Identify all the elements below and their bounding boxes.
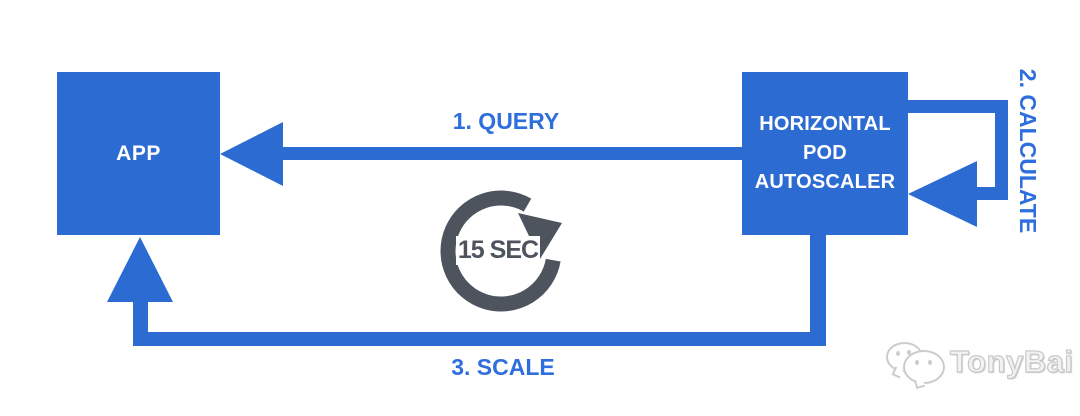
scale-path-down-segment	[810, 235, 826, 332]
calculate-loop-top-segment	[908, 100, 1008, 113]
wechat-bubble-front-tail	[913, 377, 926, 390]
calculate-loop-bottom-segment	[975, 187, 1008, 200]
calculate-arrowhead-left-icon	[908, 161, 977, 227]
hpa-node-label-line1: HORIZONTAL	[759, 113, 891, 135]
query-edge-label: 1. QUERY	[452, 108, 560, 134]
wechat-icon	[884, 338, 946, 390]
scale-path-up-segment	[133, 299, 148, 346]
clockwise-arrow-ring-icon	[440, 190, 562, 312]
watermark: TonyBai	[884, 338, 1074, 390]
scale-arrowhead-up-icon	[107, 237, 173, 302]
query-arrowhead-left-icon	[220, 122, 283, 186]
app-node: APP	[57, 72, 220, 235]
query-arrow-shaft	[283, 147, 742, 160]
scale-path-horizontal-segment	[133, 332, 826, 346]
wechat-bubble-front	[903, 350, 945, 384]
hpa-node-label-line3: AUTOSCALER	[754, 171, 896, 193]
calculate-edge-label: 2. CALCULATE	[1015, 68, 1041, 234]
hpa-node-label-line2: POD	[803, 142, 847, 164]
calculate-loop-right-segment	[995, 100, 1008, 200]
refresh-cycle-icon: 15 SEC	[431, 181, 571, 321]
watermark-text: TonyBai	[949, 343, 1074, 379]
app-node-label: APP	[116, 141, 161, 165]
hpa-node: HORIZONTAL POD AUTOSCALER	[742, 72, 908, 235]
scale-edge-label: 3. SCALE	[451, 354, 555, 380]
